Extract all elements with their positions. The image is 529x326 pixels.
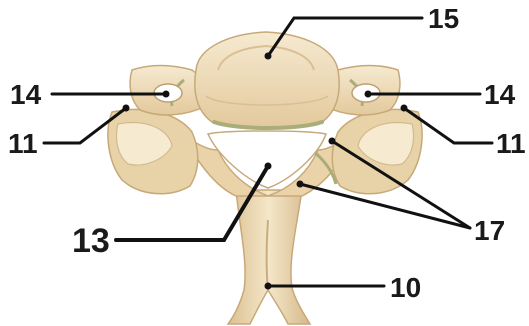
label-lamina: 17 <box>474 215 505 246</box>
dot-17-lower <box>297 181 304 188</box>
dot-14-left <box>163 91 170 98</box>
dot-11-right <box>401 105 408 112</box>
label-centrum: 15 <box>428 3 459 34</box>
vertebra-illustration <box>108 32 422 324</box>
dot-11-left <box>123 105 130 112</box>
label-spinous: 10 <box>390 272 421 303</box>
label-foramen-left: 14 <box>10 79 42 110</box>
dot-17-upper <box>329 138 336 145</box>
label-canal: 13 <box>72 222 110 260</box>
dot-15 <box>265 53 272 60</box>
label-articular-right: 11 <box>496 128 526 159</box>
dot-10 <box>265 283 272 290</box>
label-articular-left: 11 <box>8 128 38 159</box>
dot-13 <box>265 163 272 170</box>
dot-14-right <box>365 91 372 98</box>
label-foramen-right: 14 <box>484 79 516 110</box>
